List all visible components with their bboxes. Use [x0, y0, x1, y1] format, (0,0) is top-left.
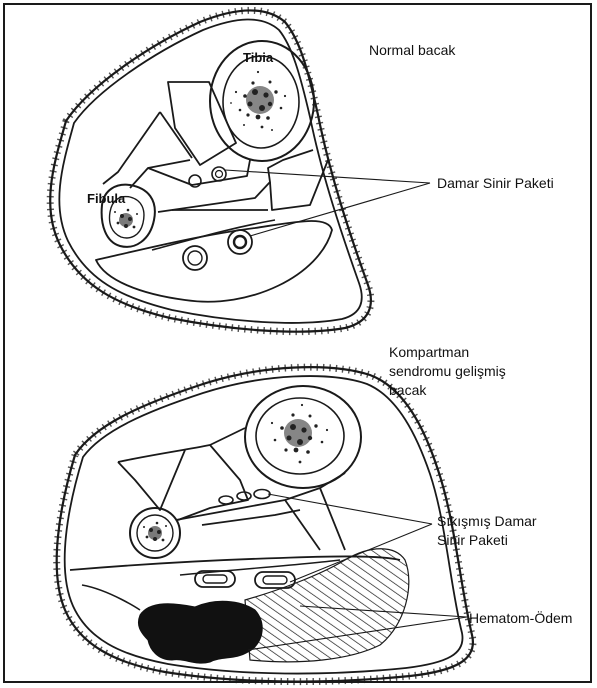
compartment-fibula-marrow — [143, 522, 167, 542]
fibula-label: Fibula — [87, 191, 126, 206]
hematoma-edema-label: Hematom-Ödem — [469, 609, 572, 628]
compressed-bundle-label: Sıkışmış Damar Sinir Paketi — [437, 512, 537, 550]
normal-tibia-marrow — [230, 71, 286, 131]
hematoma-mass — [138, 601, 262, 663]
tibia-label: Tibia — [243, 50, 274, 65]
edema-region — [245, 549, 409, 662]
compartment-leg-label: Kompartman sendromu gelişmiş bacak — [389, 343, 506, 400]
neurovascular-bundle-label: Damar Sinir Paketi — [437, 174, 554, 193]
normal-skin-inner — [59, 19, 361, 322]
normal-leg-label: Normal bacak — [369, 41, 455, 60]
normal-fibula-marrow — [114, 209, 138, 229]
compartment-tibia-marrow — [271, 404, 328, 464]
